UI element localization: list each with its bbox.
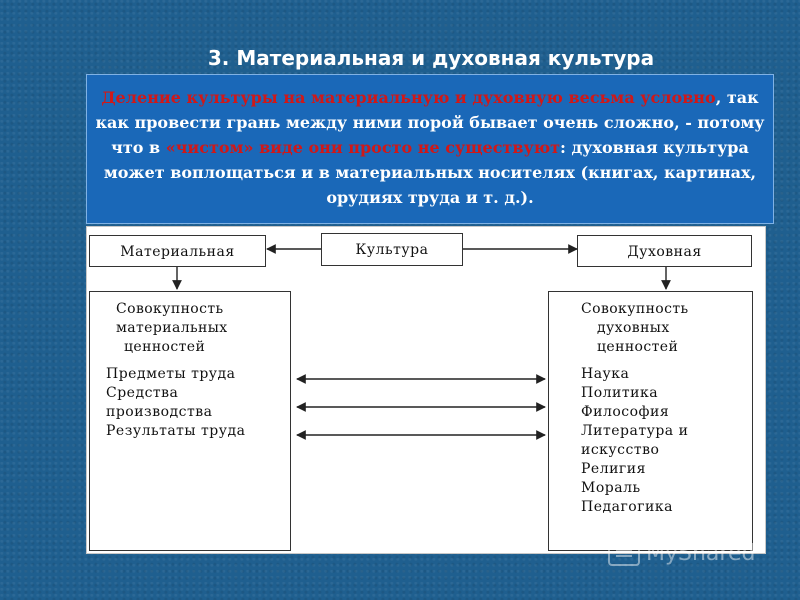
note-text-part-4: : духовная культура может воплощаться и … (103, 138, 757, 207)
list-item: Мораль (581, 480, 641, 496)
spiritual-head-label: Духовная (627, 244, 702, 260)
node-material-head: Материальная (89, 235, 266, 267)
note-highlight-division: Деление культуры на материальную и духов… (101, 88, 716, 107)
list-item: Средства (106, 385, 179, 401)
note-box: Деление культуры на материальную и духов… (86, 74, 774, 224)
culture-diagram: Материальная Культура Духовная Совокупно… (86, 226, 766, 554)
slide-title-text: 3. Материальная и духовная культура (207, 46, 655, 70)
diagram-connectors (172, 244, 671, 440)
material-values-title: Совокупность материальных ценностей (106, 300, 290, 357)
material-title-line: Совокупность (116, 301, 224, 317)
note-highlight-pure-form: «чистом» виде они просто не существуют (165, 138, 561, 157)
spiritual-title-line: духовных (597, 320, 670, 336)
slide-title: 3. Материальная и духовная культура (0, 46, 800, 70)
node-material-values: Совокупность материальных ценностей Пред… (89, 291, 291, 551)
list-item: Результаты труда (106, 423, 246, 439)
node-spiritual-head: Духовная (577, 235, 752, 267)
material-title-line: ценностей (124, 339, 206, 355)
spiritual-values-list: Наука Политика Философия Литература и ис… (581, 365, 752, 517)
spiritual-values-title: Совокупность духовных ценностей (581, 300, 752, 357)
spiritual-title-line: ценностей (597, 339, 679, 355)
list-item: Политика (581, 385, 659, 401)
list-item: производства (106, 404, 213, 420)
watermark-text: MyShared (646, 540, 756, 566)
presentation-icon (608, 540, 640, 566)
list-item: Литература и (581, 423, 689, 439)
spiritual-title-line: Совокупность (581, 301, 689, 317)
material-title-line: материальных (116, 320, 228, 336)
list-item: Философия (581, 404, 670, 420)
material-head-label: Материальная (120, 244, 235, 260)
list-item: Педагогика (581, 499, 673, 515)
node-spiritual-values: Совокупность духовных ценностей Наука По… (548, 291, 753, 551)
list-item: Наука (581, 366, 630, 382)
material-values-list: Предметы труда Средства производства Рез… (106, 365, 290, 441)
list-item: Религия (581, 461, 646, 477)
node-culture-root: Культура (321, 233, 463, 266)
note-text-part-2: , так как провести грань между ними поро… (95, 88, 765, 157)
list-item: искусство (581, 442, 660, 458)
culture-root-label: Культура (355, 242, 429, 258)
watermark: MyShared (608, 540, 755, 566)
list-item: Предметы труда (106, 366, 236, 382)
